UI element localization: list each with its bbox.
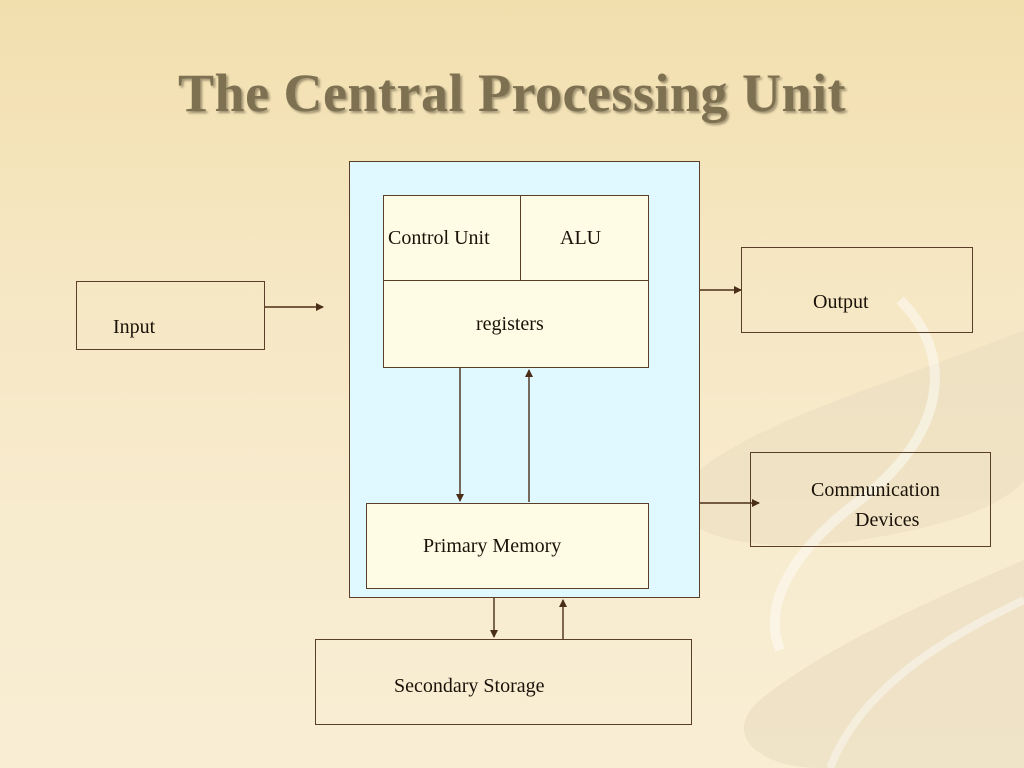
secondary-storage-box (315, 639, 692, 725)
slide-title: The Central Processing Unit (178, 63, 846, 123)
processor-divider-vertical (520, 195, 521, 281)
communication-devices-box (750, 452, 991, 547)
primary-memory-label: Primary Memory (423, 535, 562, 557)
output-box (741, 247, 973, 333)
alu-label: ALU (560, 227, 602, 249)
primary-memory-box (366, 503, 649, 589)
communication-label-line1: Communication (811, 479, 940, 501)
input-box (76, 281, 265, 350)
processor-divider-horizontal (383, 280, 649, 281)
input-label: Input (113, 316, 156, 338)
communication-label-line2: Devices (855, 509, 920, 531)
control-unit-label: Control Unit (388, 227, 490, 249)
secondary-storage-label: Secondary Storage (394, 675, 545, 697)
processor-block (383, 195, 649, 368)
registers-label: registers (476, 313, 544, 335)
output-label: Output (813, 291, 869, 313)
